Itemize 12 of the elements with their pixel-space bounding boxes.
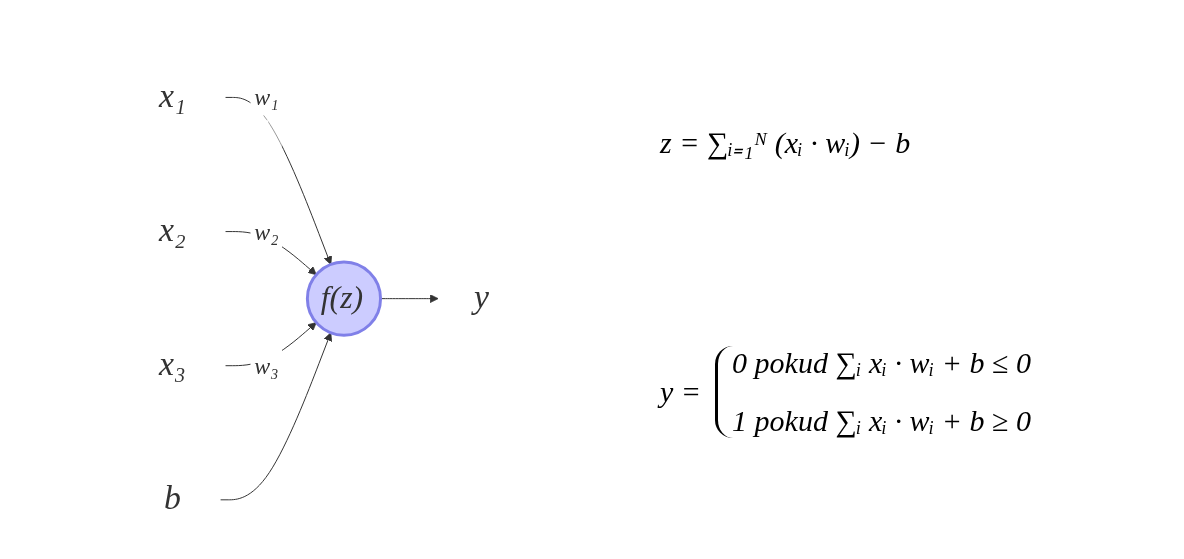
node-text: x₃ xyxy=(159,344,186,382)
edge-label: w₁ xyxy=(254,84,279,110)
node-text: y xyxy=(473,277,489,315)
edge-label: w₃ xyxy=(254,352,279,379)
edge-label: w₂ xyxy=(254,218,279,244)
formula: 1 pokud ∑ᵢ xᵢ · wᵢ + b ≥ 0 xyxy=(732,403,1032,438)
formula: 0 pokud ∑ᵢ xᵢ · wᵢ + b ≤ 0 xyxy=(732,345,1032,380)
formula: z = ∑ᵢ₌₁ᴺ (xᵢ · wᵢ) − b xyxy=(660,125,912,162)
node-circle: f(z) xyxy=(305,260,382,337)
node-text: x₂ xyxy=(159,210,186,248)
node-text: b xyxy=(163,478,181,516)
node-text: x₁ xyxy=(159,76,186,114)
